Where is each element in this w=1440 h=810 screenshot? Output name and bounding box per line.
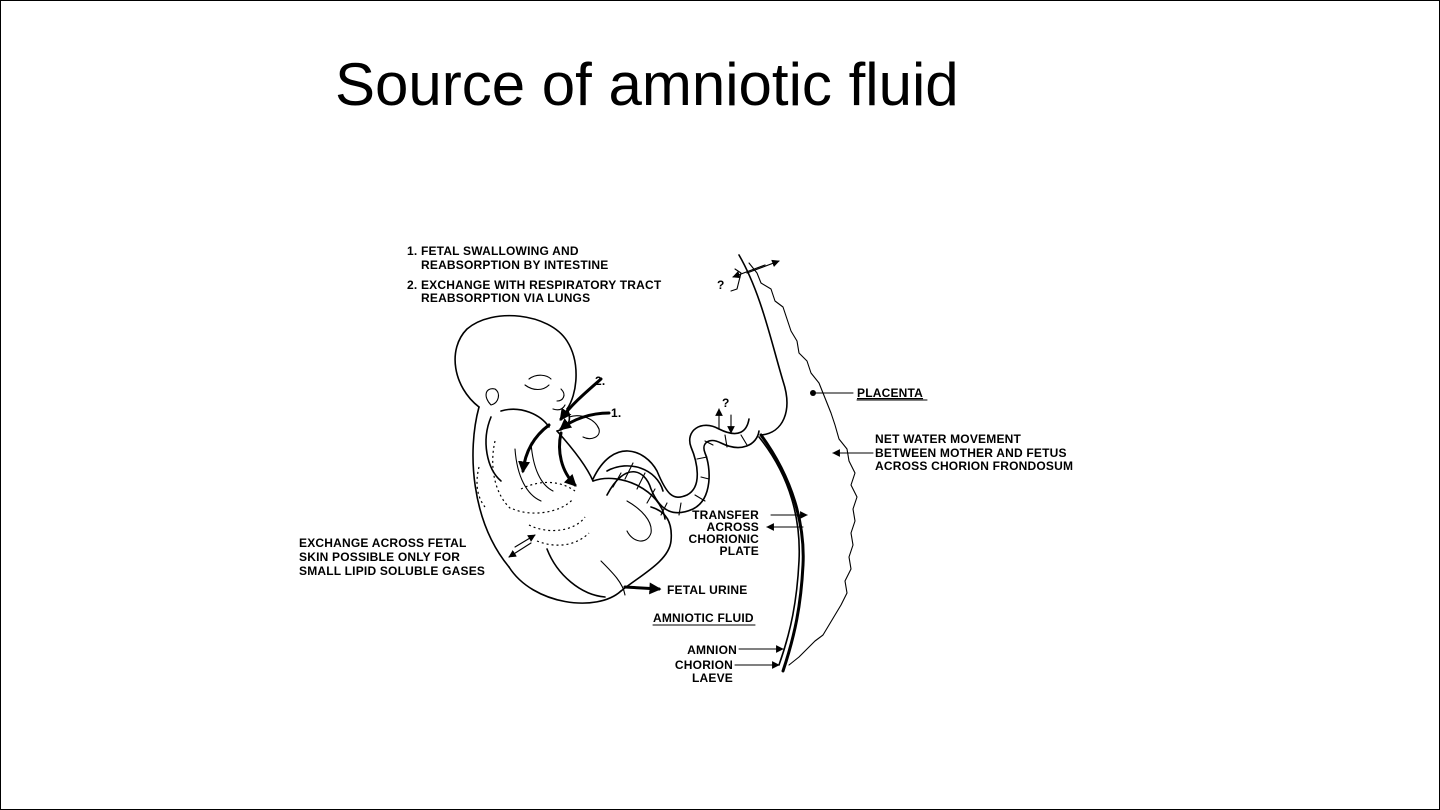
umbilical-cord <box>592 418 760 516</box>
fetus-illustration <box>454 314 673 604</box>
net-water-line-1: NET WATER MOVEMENT <box>875 432 1022 446</box>
transfer-line-3: CHORIONIC <box>689 532 760 546</box>
chorion-label-2: LAEVE <box>692 671 733 685</box>
placenta-label: PLACENTA <box>857 386 923 400</box>
transfer-line-1: TRANSFER <box>692 508 759 522</box>
marker-1: 1. <box>611 406 621 420</box>
question-mark-top: ? <box>717 278 724 292</box>
net-water-line-2: BETWEEN MOTHER AND FETUS <box>875 446 1067 460</box>
question-mark-cord: ? <box>722 396 729 410</box>
slide-title: Source of amniotic fluid <box>335 51 959 118</box>
legend-line-1a: 1. FETAL SWALLOWING AND <box>407 244 579 258</box>
net-water-line-3: ACROSS CHORION FRONDOSUM <box>875 459 1073 473</box>
transfer-line-4: PLATE <box>720 544 759 558</box>
legend-line-2b: REABSORPTION VIA LUNGS <box>421 291 590 305</box>
transfer-line-2: ACROSS <box>706 520 759 534</box>
skin-line-1: EXCHANGE ACROSS FETAL <box>299 536 467 550</box>
fetal-urine-label: FETAL URINE <box>667 583 747 597</box>
chorion-label-1: CHORION <box>675 658 733 672</box>
skin-line-3: SMALL LIPID SOLUBLE GASES <box>299 564 485 578</box>
flow-arrows <box>508 259 874 669</box>
legend-line-1b: REABSORPTION BY INTESTINE <box>421 258 608 272</box>
skin-line-2: SKIN POSSIBLE ONLY FOR <box>299 550 460 564</box>
legend-text: 1. FETAL SWALLOWING AND REABSORPTION BY … <box>407 244 662 305</box>
marker-2: 2. <box>595 374 605 388</box>
legend-line-2a: 2. EXCHANGE WITH RESPIRATORY TRACT <box>407 278 662 292</box>
amniotic-fluid-label: AMNIOTIC FLUID <box>653 611 754 625</box>
amnion-label: AMNION <box>687 643 737 657</box>
membranes <box>730 254 858 673</box>
